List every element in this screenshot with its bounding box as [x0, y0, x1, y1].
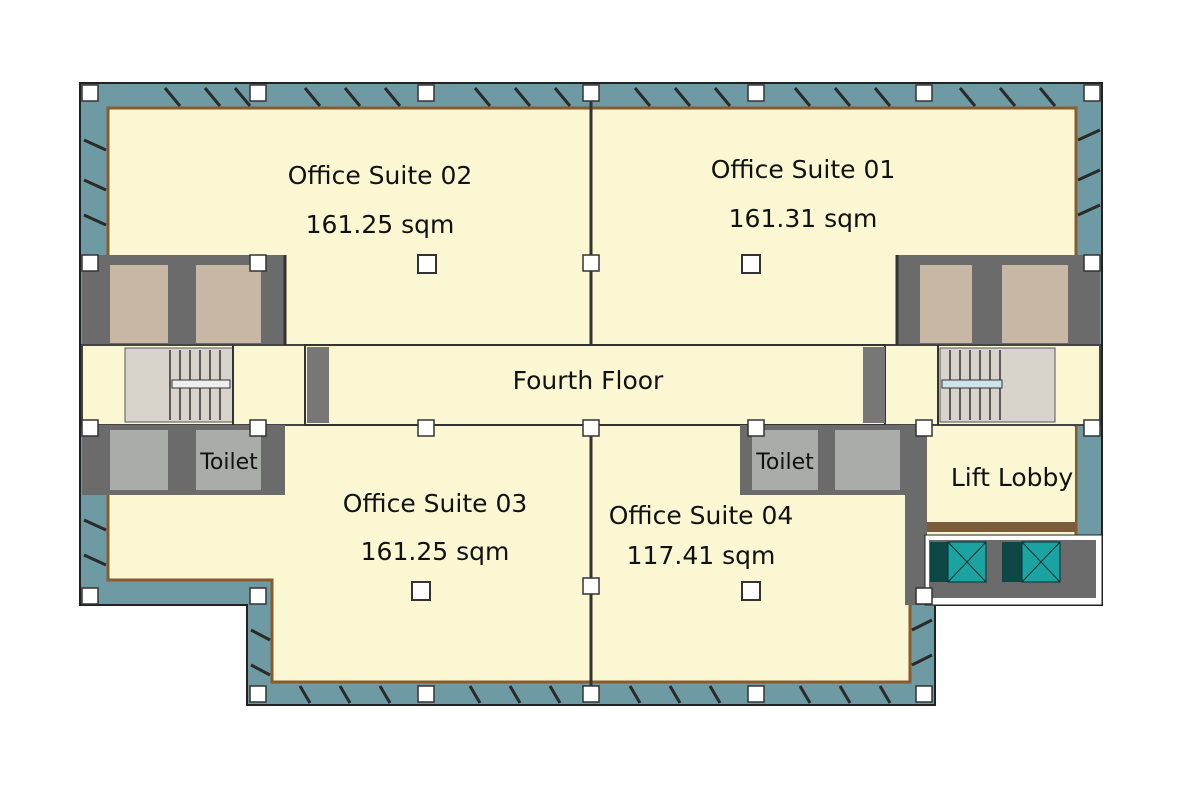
toilet-room [110, 430, 168, 490]
stair-landing [171, 379, 231, 389]
partition-walls [283, 88, 899, 700]
toilet-label-right: Toilet [755, 450, 814, 475]
room-area-suite-03: 161.25 sqm [361, 537, 510, 566]
corridor-end-wall [863, 347, 885, 423]
lift-lobby-sill [927, 522, 1075, 532]
lift-lobby-label: Lift Lobby [951, 463, 1074, 492]
room-area-suite-02: 161.25 sqm [306, 210, 455, 239]
room-name-suite-01: Office Suite 01 [711, 155, 896, 184]
toilet-room [752, 430, 818, 490]
core-room [196, 265, 261, 343]
interior-columns [411, 254, 761, 601]
room-area-suite-04: 117.41 sqm [627, 541, 776, 570]
lift-lobby-room [927, 427, 1075, 527]
toilet-room [835, 430, 900, 490]
corridor-end-wall [307, 347, 329, 423]
lift-icon [930, 541, 987, 583]
window-mullions [83, 87, 1101, 704]
corridor [304, 344, 886, 426]
toilet-label-left: Toilet [199, 450, 258, 475]
core-room [1002, 265, 1068, 343]
room-name-suite-03: Office Suite 03 [343, 489, 528, 518]
lift-icon [1002, 541, 1061, 583]
room-area-suite-01: 161.31 sqm [729, 204, 878, 233]
room-name-suite-02: Office Suite 02 [288, 161, 473, 190]
columns [81, 84, 1101, 703]
toilet-room [196, 430, 261, 490]
room-name-suite-04: Office Suite 04 [609, 501, 794, 530]
core-room [920, 265, 972, 343]
stair-landing [941, 379, 1003, 389]
core-room [110, 265, 168, 343]
floor-label: Fourth Floor [513, 366, 664, 395]
lift-lobby-area [905, 425, 927, 605]
